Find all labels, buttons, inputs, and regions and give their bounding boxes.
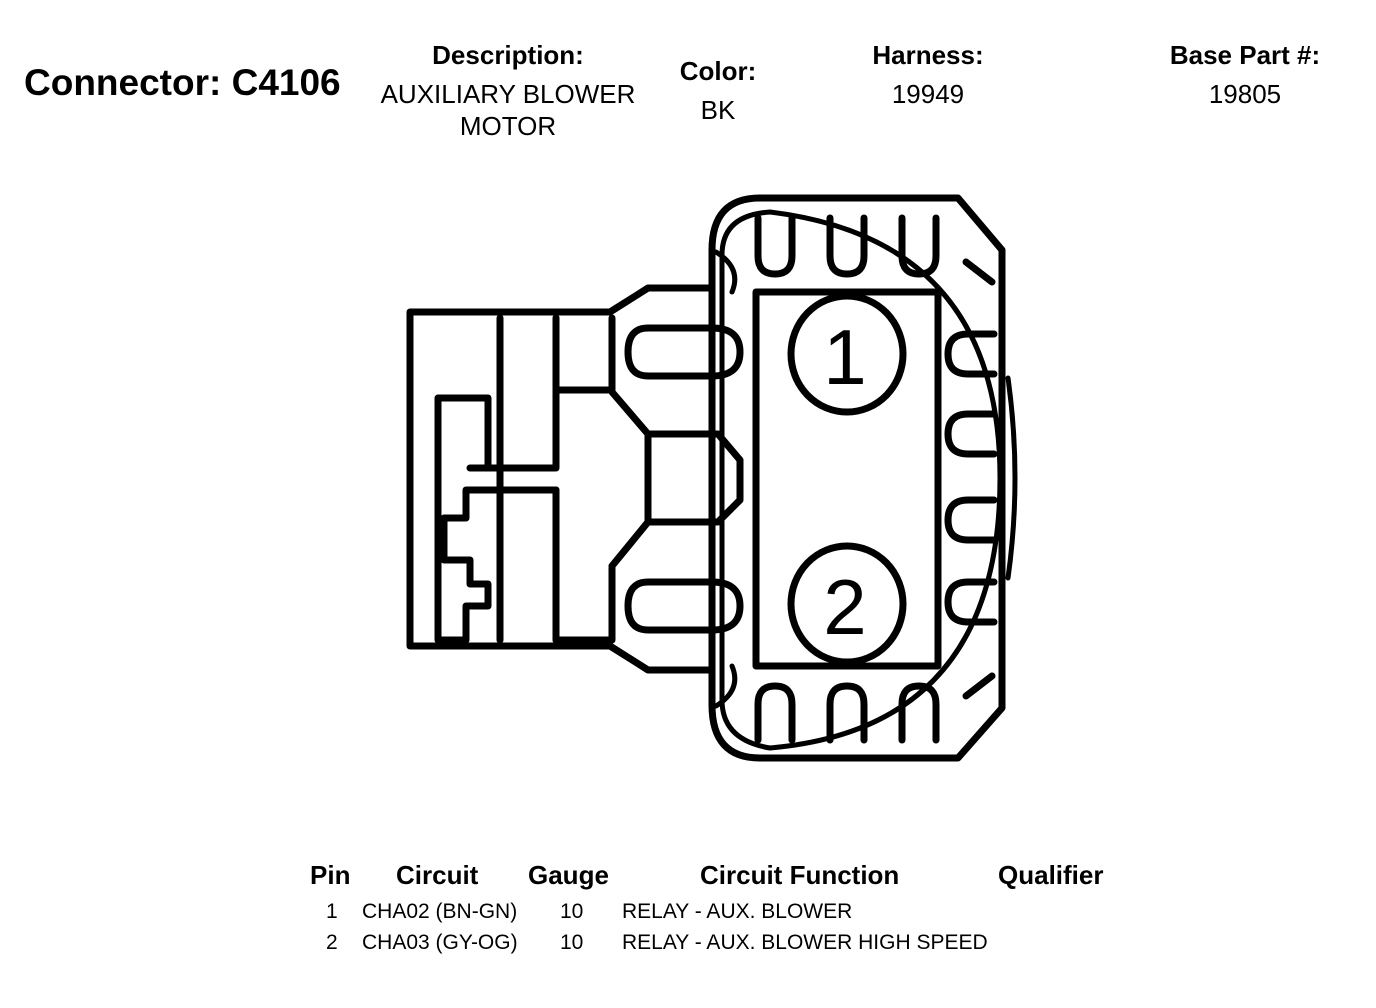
pin-2-label: 2	[823, 563, 866, 651]
column-header-qualifier: Qualifier	[998, 860, 1104, 890]
color-label: Color:	[679, 56, 757, 86]
left-arc-top	[713, 249, 738, 295]
row-function: RELAY - AUX. BLOWER	[622, 900, 853, 923]
row-gauge: 10	[560, 931, 584, 954]
housing-inner-rim	[719, 209, 1003, 751]
housing-outline	[708, 194, 1006, 762]
row-pin: 2	[326, 931, 338, 954]
pin-1-cavity	[787, 292, 907, 416]
bottom-ribs	[754, 672, 996, 744]
description-label: Description:	[432, 40, 584, 70]
base-part-label: Base Part #:	[1169, 40, 1321, 70]
row-function: RELAY - AUX. BLOWER HIGH SPEED	[622, 931, 988, 954]
terminal-window	[752, 288, 942, 670]
column-header-circuit: Circuit	[396, 860, 479, 890]
column-header-pin: Pin	[310, 860, 351, 890]
left-arc-bottom	[713, 663, 738, 709]
pin-1-label: 1	[823, 313, 866, 401]
top-ribs	[754, 214, 996, 286]
harness-value: 19949	[891, 79, 965, 109]
column-header-function: Circuit Function	[700, 860, 900, 890]
row-gauge: 10	[560, 900, 584, 923]
description-line-2: MOTOR	[459, 111, 557, 141]
pin-2-cavity	[787, 542, 907, 666]
right-ribs	[944, 330, 998, 626]
latch	[406, 284, 744, 674]
housing-right-bulge	[1005, 375, 1018, 581]
column-header-gauge: Gauge	[528, 860, 609, 890]
harness-label: Harness:	[872, 40, 984, 70]
description-value: AUXILIARY BLOWER MOTOR	[368, 78, 648, 142]
row-circuit: CHA02 (BN-GN)	[362, 900, 518, 923]
row-pin: 1	[326, 900, 338, 923]
row-circuit: CHA03 (GY-OG)	[362, 931, 518, 954]
description-line-1: AUXILIARY BLOWER	[380, 79, 636, 109]
latch-fingers	[624, 324, 744, 634]
color-value: BK	[700, 95, 736, 125]
base-part-value: 19805	[1208, 79, 1282, 109]
connector-title: Connector: C4106	[24, 62, 341, 103]
